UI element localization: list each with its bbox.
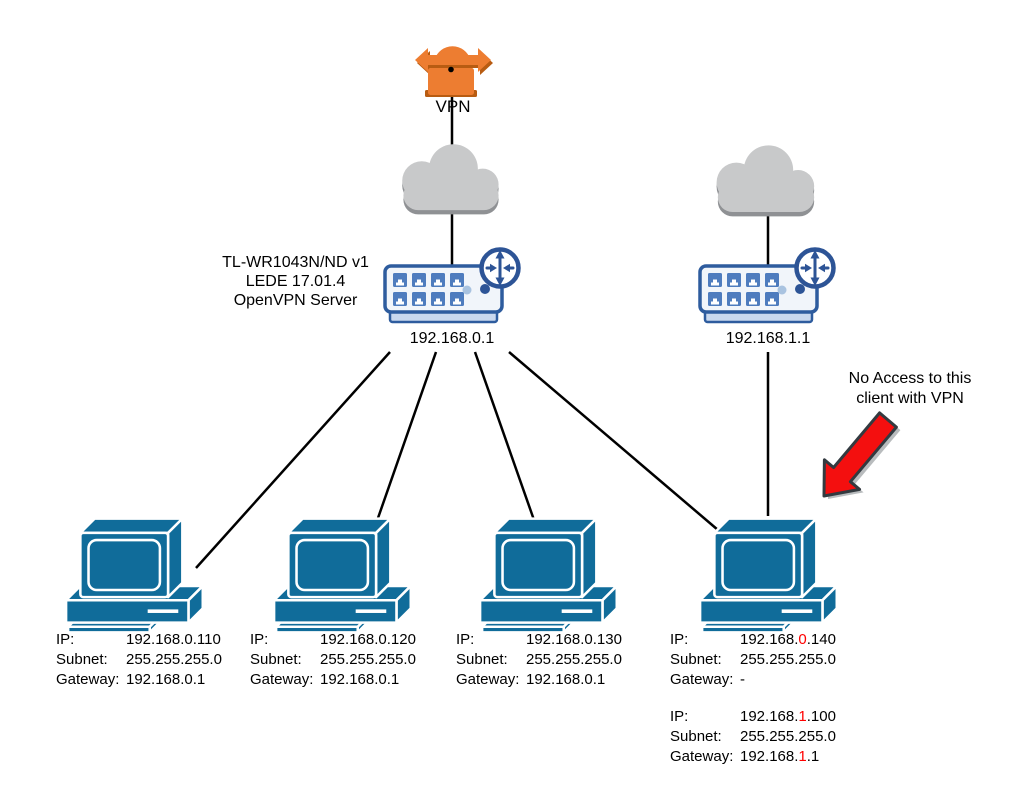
config-row: IP: 192.168.0.120	[250, 630, 416, 650]
config-label: IP:	[670, 708, 689, 725]
config-value: 192.168.0.1	[526, 671, 606, 688]
config-value: 192.168.0.120	[320, 631, 416, 648]
annotation-line2: client with VPN	[856, 390, 964, 407]
config-label: Subnet:	[250, 651, 302, 668]
router-right-ip-label: 192.168.1.1	[725, 330, 811, 347]
config-label: Gateway:	[670, 671, 734, 688]
router-left-ip-label: 192.168.0.1	[409, 330, 495, 347]
config-value: 255.255.255.0	[320, 651, 416, 668]
config-row: Subnet: 255.255.255.0	[250, 650, 416, 670]
config-value: 255.255.255.0	[526, 651, 622, 668]
config-value: 255.255.255.0	[126, 651, 222, 668]
config-value: 192.168.0.1	[320, 671, 400, 688]
config-value: 255.255.255.0	[740, 728, 836, 745]
config-label: Subnet:	[670, 728, 722, 745]
config-row: Gateway: 192.168.0.1	[56, 670, 222, 690]
config-value: -	[740, 671, 745, 688]
config-row: IP: 192.168.0.130	[456, 630, 622, 650]
network-link-router1-pc1	[195, 351, 391, 569]
config-label: Subnet:	[670, 651, 722, 668]
config-label: Gateway:	[456, 671, 520, 688]
network-link-router1-pc3	[473, 351, 536, 521]
config-label: Gateway:	[670, 748, 734, 765]
config-value: 255.255.255.0	[740, 651, 836, 668]
config-label: Gateway:	[250, 671, 314, 688]
config-value: 192.168.1.100	[740, 708, 836, 725]
config-label: IP:	[670, 631, 689, 648]
config-row: Gateway: 192.168.0.1	[456, 670, 622, 690]
network-link-router1-pc2	[376, 351, 438, 519]
config-label: IP:	[56, 631, 75, 648]
config-row: Gateway: 192.168.1.1	[670, 747, 836, 767]
annotation-line1: No Access to this	[848, 370, 972, 387]
config-value: 192.168.0.110	[126, 631, 221, 648]
vpn-lock-icon	[415, 46, 493, 97]
config-row: IP: 192.168.0.140	[670, 630, 836, 650]
config-value: 192.168.0.1	[126, 671, 206, 688]
router-model-label: TL-WR1043N/ND v1	[222, 254, 369, 271]
no-access-annotation: No Access to this client with VPN	[815, 369, 1005, 409]
config-label: Subnet:	[456, 651, 508, 668]
config-row: Gateway: 192.168.0.1	[250, 670, 416, 690]
config-label: IP:	[456, 631, 475, 648]
config-label: Subnet:	[56, 651, 108, 668]
router-left-info: TL-WR1043N/ND v1 LEDE 17.01.4 OpenVPN Se…	[193, 253, 398, 310]
config-row: Subnet: 255.255.255.0	[456, 650, 622, 670]
config-value: 192.168.1.1	[740, 748, 820, 765]
config-row: Subnet: 255.255.255.0	[670, 727, 836, 747]
config-row: Subnet: 255.255.255.0	[56, 650, 222, 670]
config-label: Gateway:	[56, 671, 120, 688]
config-row: IP: 192.168.1.100	[670, 707, 836, 727]
config-value: 192.168.0.130	[526, 631, 622, 648]
config-row: IP: 192.168.0.110	[56, 630, 222, 650]
config-label: IP:	[250, 631, 269, 648]
config-row: Gateway:-	[670, 670, 836, 690]
vpn-label: VPN	[435, 97, 471, 116]
config-value: 192.168.0.140	[740, 631, 836, 648]
router-firmware-label: LEDE 17.01.4	[245, 273, 346, 290]
config-row: Subnet: 255.255.255.0	[670, 650, 836, 670]
network-link-router1-pc4	[508, 351, 719, 531]
router-role-label: OpenVPN Server	[233, 292, 358, 309]
